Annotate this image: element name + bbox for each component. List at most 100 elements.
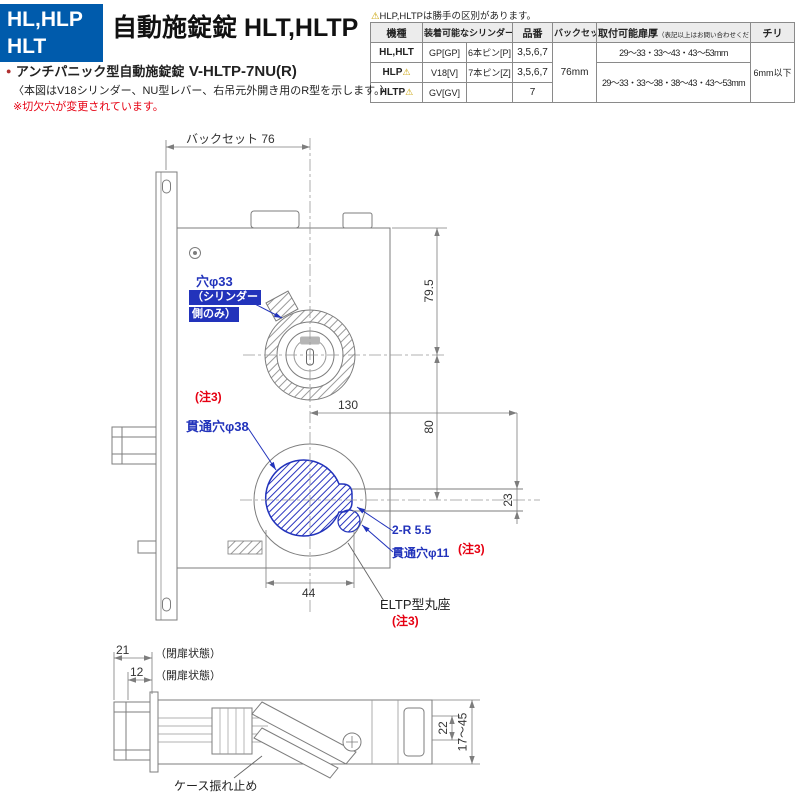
case-stop-label: ケース振れ止め — [174, 779, 258, 793]
guide-block-lines — [219, 708, 245, 754]
col-thickness-label: 取付可能扉厚 — [598, 29, 659, 40]
through-hole-38-label: 貫通穴φ38 — [186, 419, 249, 434]
faceplate-side — [149, 691, 159, 773]
dim-22: 22 — [436, 721, 450, 735]
warning-icon: ⚠ — [402, 67, 411, 77]
handing-note-text: HLP,HLTPは勝手の区別があります。 — [379, 11, 537, 22]
trigger-bolt — [137, 540, 157, 554]
case-top-tab-1 — [250, 210, 300, 229]
row-hl-hlt: HL,HLT GP[GP] 6本ピン[P] 3,5,6,7 76mm 29〜33… — [370, 42, 796, 103]
cell-model-2-text: HLP — [382, 67, 403, 78]
row-hltp: HLTP⚠ GV[GV] 7 — [370, 82, 795, 103]
product-change-note: ※切欠穴が変更されています。 — [13, 101, 164, 113]
dim-44: 44 — [302, 586, 316, 600]
eltp-rose-label: ELTP型丸座 — [380, 597, 451, 612]
lever-cutout-hole-38 — [265, 459, 353, 537]
latch-side-view — [113, 691, 433, 779]
cell-chiri: 6mm以下 — [750, 42, 796, 103]
dim-130: 130 — [338, 398, 359, 412]
dim-17-45: 17〜45 — [455, 712, 470, 752]
note3-rose: (注3) — [392, 614, 419, 628]
cell-cyl-b-1: 6本ピン[P] — [465, 42, 514, 63]
col-cylinder: 装着可能なシリンダー — [421, 22, 514, 43]
faceplate-screw-slot-top — [162, 179, 171, 194]
col-chiri: チリ — [750, 22, 796, 43]
blue-leader-lines — [247, 301, 394, 553]
cylinder-hole-label: 穴φ33 — [196, 274, 233, 289]
cell-number-3: 7 — [512, 82, 554, 103]
col-model: 機種 — [370, 22, 423, 43]
col-number: 品番 — [512, 22, 554, 43]
note3-cylinder: (注3) — [195, 390, 222, 404]
dim-80: 80 — [422, 420, 436, 434]
cell-cyl-a-2: V18[V] — [422, 62, 467, 83]
series-badge-line1: HL,HLP — [7, 8, 83, 31]
handing-note: ⚠HLP,HLTPは勝手の区別があります。 — [371, 8, 536, 22]
label-leader-lines — [233, 542, 385, 779]
cell-number-1: 3,5,6,7 — [512, 42, 554, 63]
bullet-icon: ● — [6, 66, 12, 76]
dimension-lines — [113, 140, 518, 765]
cell-cyl-a-1: GP[GP] — [422, 42, 467, 63]
product-name: アンチパニック型自動施錠錠 — [15, 64, 185, 79]
through-hole-11 — [337, 509, 361, 533]
centerlines — [240, 138, 540, 612]
case-end-block — [403, 707, 425, 757]
cell-thickness-23: 29〜33・33〜38・38〜43・43〜53mm — [596, 62, 752, 103]
warning-icon: ⚠ — [371, 11, 380, 22]
spec-table: 機種 装着可能なシリンダー 品番 バックセット 取付可能扉厚（表記以上はお問い合… — [370, 22, 796, 103]
latch-bolt — [111, 426, 157, 465]
page-title: 自動施錠錠 HLT,HLTP — [112, 8, 358, 44]
lever-handle-bar — [352, 488, 523, 512]
cell-model-2: HLP⚠ — [370, 62, 423, 83]
open-state-label: （開扉状態） — [155, 670, 221, 682]
antifriction-piece-lower — [253, 727, 339, 779]
page-title-jp: 自動施錠錠 — [112, 14, 238, 42]
case-section-lines — [371, 700, 399, 764]
backset-dimension-label: バックセット 76 — [186, 132, 275, 146]
product-description: 〈本図はV18シリンダー、NU型レバー、右吊元外開き用のR型を示します。〉 — [13, 85, 391, 97]
case-detail-hatched — [227, 540, 263, 555]
cell-cyl-b-2: 7本ピン[Z] — [465, 62, 514, 83]
cell-backset: 76mm — [552, 42, 598, 103]
guide-block — [211, 707, 253, 755]
through-hole-11-label: 貫通穴φ11 — [392, 546, 450, 560]
pivot-screw-cross — [346, 736, 358, 748]
radius-note-label: 2-R 5.5 — [392, 523, 432, 537]
note3-lever: (注3) — [458, 542, 485, 556]
series-badge-line2: HLT — [7, 35, 47, 58]
page-title-model: HLT,HLTP — [243, 14, 359, 42]
cell-number-2: 3,5,6,7 — [512, 62, 554, 83]
closed-state-label: （閉扉状態） — [155, 648, 221, 660]
product-model: V-HLTP-7NU(R) — [188, 63, 297, 80]
cell-cyl-a-3: GV[GV] — [422, 82, 467, 103]
spec-header-row: 機種 装着可能なシリンダー 品番 バックセット 取付可能扉厚（表記以上はお問い合… — [370, 22, 796, 43]
faceplate-screw-slot-bottom — [162, 597, 171, 612]
antifriction-piece-upper — [251, 701, 357, 765]
case-top-tab-2 — [342, 212, 373, 229]
product-heading: ● アンチパニック型自動施錠錠 V-HLTP-7NU(R) — [6, 61, 297, 81]
col-thickness: 取付可能扉厚（表記以上はお問い合わせください。） — [596, 22, 752, 43]
case-screw-center — [193, 251, 197, 255]
cell-model-3-text: HLTP — [379, 87, 406, 98]
cell-model-1: HL,HLT — [370, 42, 423, 63]
latch-head-side — [113, 701, 151, 761]
latch-bolt-lines — [112, 427, 156, 464]
series-badge: HL,HLP HLT — [0, 4, 103, 62]
cylinder-brand-plate — [300, 336, 320, 345]
dim-23: 23 — [501, 493, 515, 507]
col-thickness-note: （表記以上はお問い合わせください。） — [658, 32, 750, 39]
col-backset: バックセット — [552, 22, 598, 43]
faceplate — [155, 171, 178, 621]
cell-cyl-b-3 — [465, 82, 514, 103]
cylinder-side-note-2: 側のみ） — [189, 307, 239, 322]
cylinder-side-note-1: （シリンダー — [189, 290, 261, 305]
latch-head-lines — [114, 702, 150, 760]
dim-21: 21 — [116, 643, 130, 657]
dim-12: 12 — [130, 665, 144, 679]
row-hlp: HLP⚠ V18[V] 7本ピン[Z] 3,5,6,7 29〜33・33〜38・… — [370, 62, 795, 103]
dim-79-5: 79.5 — [422, 279, 436, 303]
warning-icon: ⚠ — [405, 87, 414, 97]
